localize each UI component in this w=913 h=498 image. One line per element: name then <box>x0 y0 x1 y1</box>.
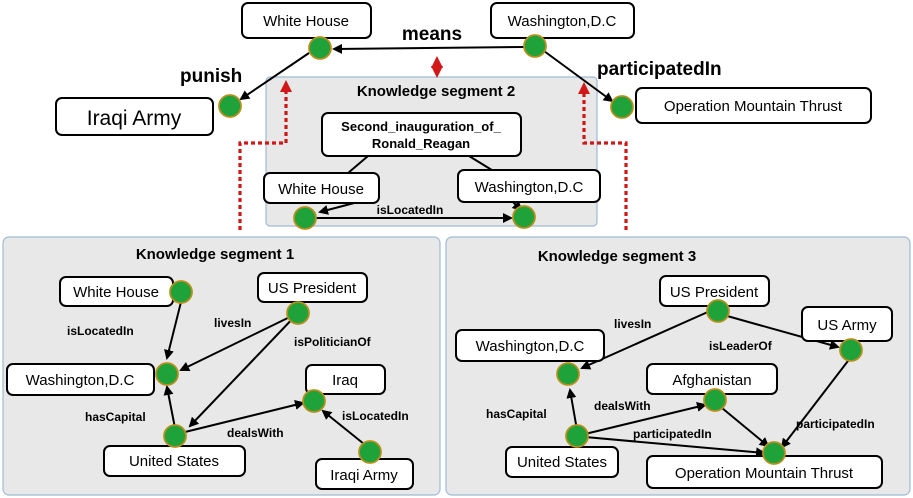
seg2-reagan-label-line2: Ronald_Reagan <box>372 136 470 151</box>
seg1-washington-node <box>155 362 179 386</box>
segment3-title: Knowledge segment 3 <box>538 248 696 265</box>
seg3-united-states-label: United States <box>517 454 607 471</box>
top-washington-node <box>523 34 547 58</box>
seg1-edge-is-located-in-2 <box>321 409 365 445</box>
seg3-relation-participated-in-1: participatedIn <box>633 427 712 441</box>
top-operation-label: Operation Mountain Thrust <box>664 98 843 115</box>
seg1-relation-is-politician-of: isPoliticianOf <box>294 335 372 349</box>
edge-participated-top <box>543 50 614 103</box>
seg3-afghanistan-node <box>703 388 727 412</box>
seg1-edge-has-capital <box>163 385 176 429</box>
seg3-us-president-node <box>706 299 730 323</box>
seg2-reagan-box <box>321 112 522 157</box>
seg2-washington-label: Washington,D.C <box>475 179 584 196</box>
seg3-relation-has-capital: hasCapital <box>486 407 547 421</box>
seg1-relation-is-located-in-2: isLocatedIn <box>342 409 409 423</box>
seg3-relation-is-leader-of: isLeaderOf <box>709 339 773 353</box>
seg1-iraq-label: Iraq <box>332 372 358 389</box>
top-relation-punish: punish <box>180 66 242 87</box>
seg3-edge-us-to-operation <box>584 436 766 458</box>
seg2-white-house-box <box>263 172 380 204</box>
top-relation-means: means <box>402 24 462 45</box>
seg3-united-states-box <box>505 446 619 478</box>
seg1-edge-white-house-washington <box>164 301 182 360</box>
seg1-relation-deals-with: dealsWith <box>227 426 284 440</box>
seg1-united-states-label: United States <box>129 453 219 470</box>
edge-punish <box>239 52 310 101</box>
seg3-us-army-label: US Army <box>817 317 877 334</box>
segment1-title: Knowledge segment 1 <box>136 246 294 263</box>
seg1-white-house-label: White House <box>73 284 159 301</box>
seg3-edge-deals-with <box>584 402 707 435</box>
top-white-house-label: White House <box>263 13 349 30</box>
seg1-relation-is-located-in-1: isLocatedIn <box>67 324 134 338</box>
seg3-operation-node <box>762 441 786 465</box>
seg3-operation-label: Operation Mountain Thrust <box>675 465 854 482</box>
seg3-relation-participated-in-2: participatedIn <box>796 417 875 431</box>
seg3-edge-participated-in-1 <box>721 407 770 448</box>
seg3-united-states-node <box>565 424 589 448</box>
seg1-us-president-label: US President <box>268 280 357 297</box>
seg2-relation-is-located-in: isLocatedIn <box>377 203 444 217</box>
seg2-reagan-label-line1: Second_inauguration_of_ <box>341 119 501 134</box>
top-iraqi-army-node <box>218 94 242 118</box>
segment2-title: Knowledge segment 2 <box>357 83 515 100</box>
seg1-iraq-node <box>302 389 326 413</box>
seg1-relation-lives-in: livesIn <box>214 316 251 330</box>
seg2-washington-node <box>512 205 536 229</box>
seg1-washington-label: Washington,D.C <box>26 372 135 389</box>
seg1-iraqi-army-label: Iraqi Army <box>330 467 398 484</box>
seg1-edge-deals-with <box>184 400 305 433</box>
seg1-us-president-box <box>257 272 368 303</box>
seg2-white-house-node <box>293 206 317 230</box>
seg3-afghanistan-label: Afghanistan <box>672 372 751 389</box>
seg1-iraq-box <box>305 364 386 395</box>
dashed-link-segment3-participated <box>578 82 628 230</box>
top-iraqi-army-label: Iraqi Army <box>87 107 182 130</box>
top-relation-participated-in: participatedIn <box>597 59 722 80</box>
top-washington-box <box>490 2 635 39</box>
seg1-washington-box <box>6 363 155 396</box>
seg3-us-army-node <box>839 338 863 362</box>
top-white-house-node <box>308 36 332 60</box>
seg3-washington-node <box>556 362 580 386</box>
seg2-washington-box <box>457 169 601 203</box>
top-iraqi-army-box <box>55 97 214 136</box>
seg3-washington-label: Washington,D.C <box>476 338 585 355</box>
seg3-relation-deals-with: dealsWith <box>594 399 651 413</box>
seg3-edge-participated-in-2 <box>780 356 852 449</box>
top-operation-node <box>610 95 634 119</box>
seg1-iraqi-army-node <box>358 440 382 464</box>
seg3-washington-box <box>455 329 605 362</box>
dashed-link-segment1-punish <box>238 80 292 230</box>
top-operation-box <box>635 87 872 124</box>
top-white-house-box <box>241 2 372 39</box>
seg3-relation-lives-in: livesIn <box>614 317 651 331</box>
seg1-united-states-node <box>163 424 187 448</box>
seg1-relation-has-capital: hasCapital <box>85 410 146 424</box>
edge-means <box>332 43 525 54</box>
seg1-us-president-node <box>286 301 310 325</box>
top-washington-label: Washington,D.C <box>508 13 617 30</box>
seg1-white-house-node <box>169 280 193 304</box>
seg3-us-president-label: US President <box>670 284 759 301</box>
seg1-edge-is-politician-of <box>188 312 299 428</box>
seg1-edge-lives-in <box>179 312 299 371</box>
seg3-edge-has-capital <box>566 388 578 431</box>
seg2-white-house-label: White House <box>278 181 364 198</box>
